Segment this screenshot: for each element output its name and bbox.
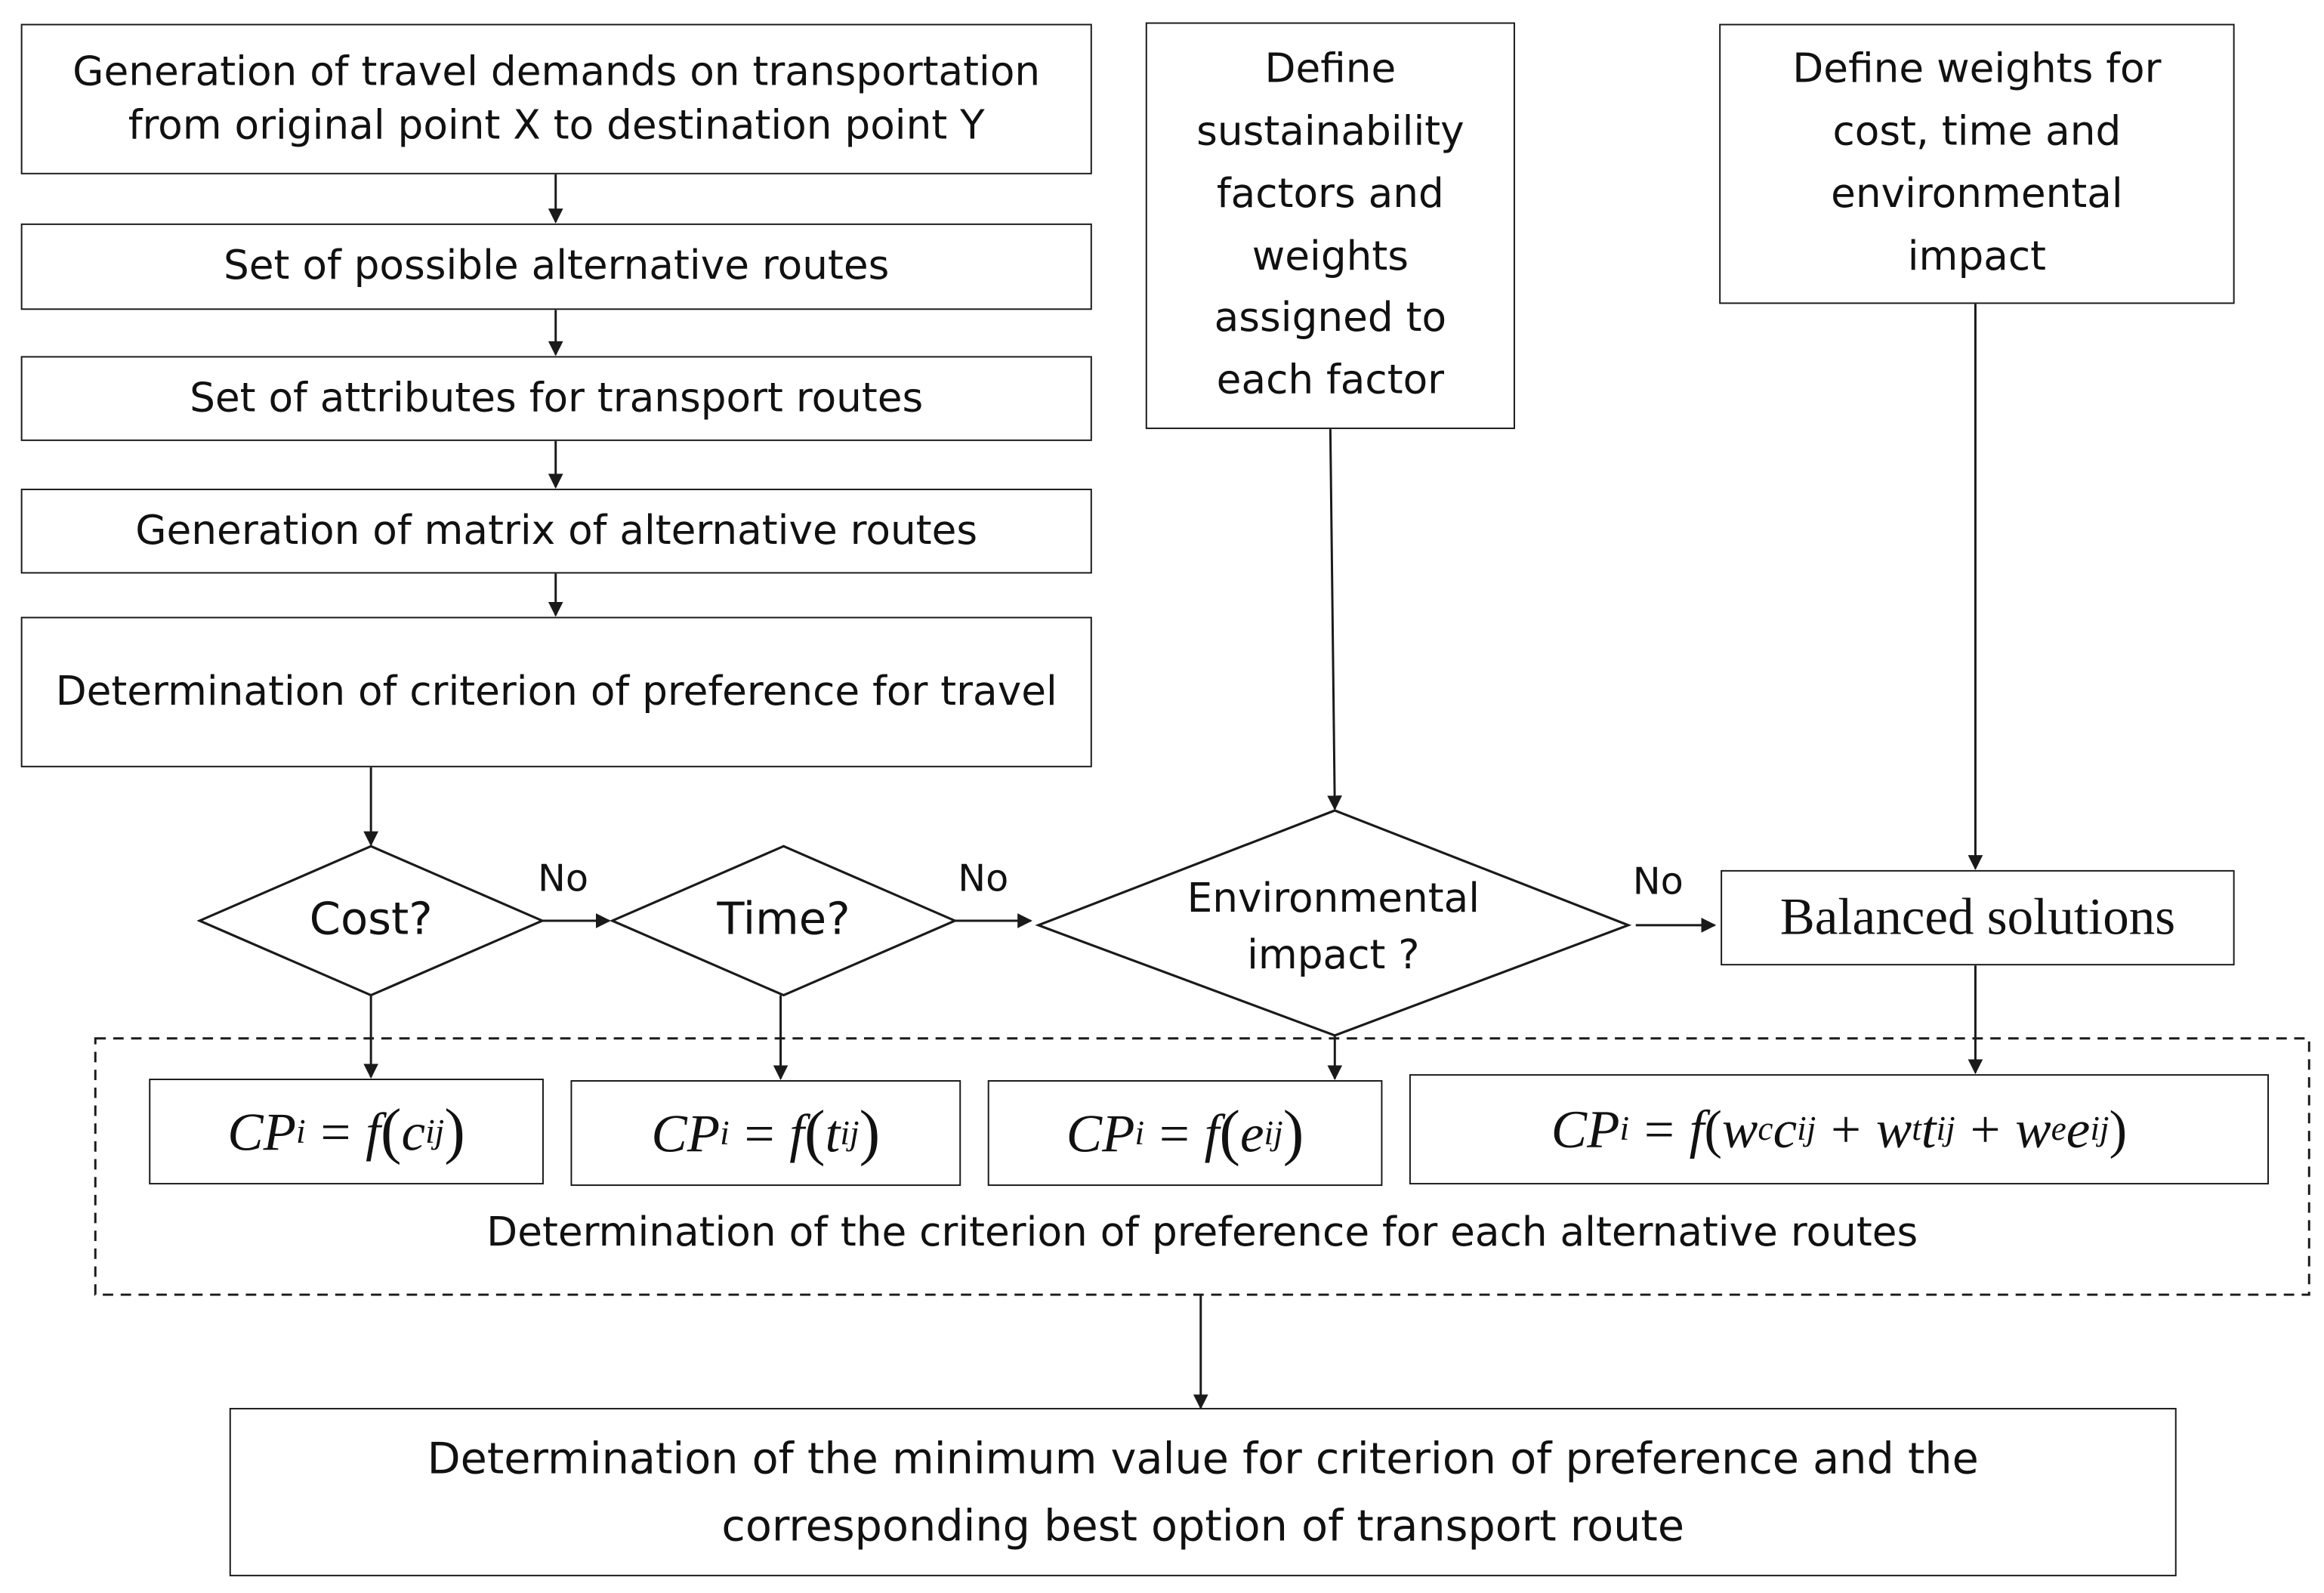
decision-cost-diamond	[196, 844, 545, 997]
no-label-env: No	[1632, 860, 1684, 903]
decision-time-label: Time?	[717, 894, 850, 946]
dashed-group-border	[94, 1037, 2310, 1296]
decision-env-line1: Environmental	[1187, 876, 1480, 923]
decision-time-diamond	[609, 844, 958, 997]
decision-env-label: Environmental impact ?	[1128, 864, 1539, 993]
weights-box: Define weights for cost, time and enviro…	[1719, 23, 2235, 304]
decision-cost-label: Cost?	[309, 894, 433, 946]
matrix-box: Generation of matrix of alternative rout…	[20, 488, 1092, 574]
final-box: Determination of the minimum value for c…	[229, 1407, 2177, 1576]
generation-box: Generation of travel demands on transpor…	[20, 23, 1092, 174]
arrow-sustainability-to-env	[1327, 429, 1342, 811]
balanced-solutions-box: Balanced solutions	[1721, 869, 2235, 966]
attributes-box: Set of attributes for transport routes	[20, 356, 1092, 441]
criterion-box: Determination of criterion of preference…	[20, 616, 1092, 767]
no-label-cost: No	[538, 857, 589, 900]
sustainability-box: Define sustainability factors and weight…	[1145, 22, 1515, 430]
decision-env-line2: impact ?	[1247, 932, 1420, 979]
group-caption: Determination of the criterion of prefer…	[486, 1209, 1918, 1256]
alternative-routes-box: Set of possible alternative routes	[20, 223, 1092, 310]
decision-env-diamond	[1035, 809, 1632, 1037]
no-label-time: No	[958, 857, 1009, 900]
